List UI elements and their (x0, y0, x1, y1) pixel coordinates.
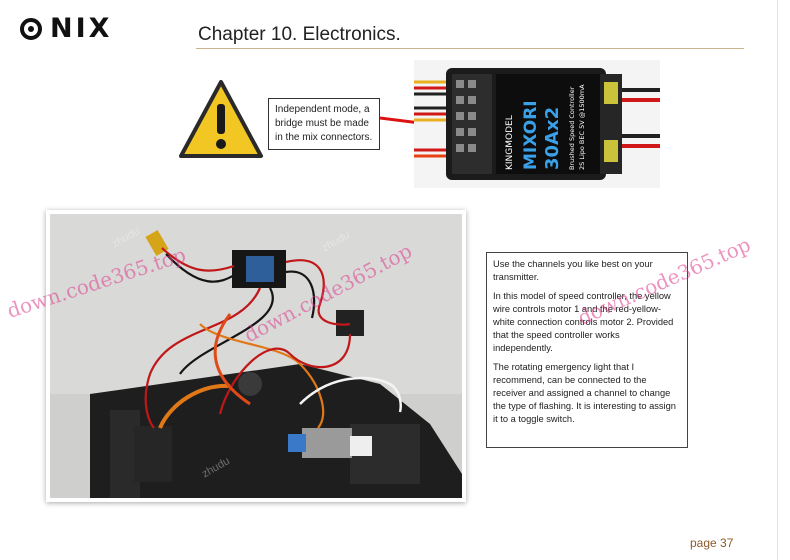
speed-controller-photo: KINGMODEL MIXORI 30Ax2 Brushed Speed Con… (414, 60, 660, 188)
logo-text: NIX (50, 13, 113, 44)
warning-triangle-icon (179, 80, 263, 158)
chapter-title: Chapter 10. Electronics. (198, 24, 401, 45)
title-rule (196, 48, 744, 49)
instructions-box: Use the channels you like best on your t… (486, 252, 688, 448)
esc-brand: KINGMODEL (505, 115, 515, 170)
esc-variant: 30Ax2 (542, 107, 563, 170)
warning-note: Independent mode, a bridge must be made … (268, 98, 380, 150)
logo-o-icon (20, 18, 42, 40)
esc-line2: 2S Lipo BEC 5V @1500mA (578, 84, 586, 170)
esc-model: MIXORI (521, 100, 541, 170)
instruction-paragraph-3: The rotating emergency light that I reco… (493, 362, 676, 424)
instruction-paragraph-2: In this model of speed controller, the y… (493, 291, 674, 353)
wiring-photo (46, 210, 466, 502)
instruction-paragraph-1: Use the channels you like best on your t… (493, 259, 653, 282)
onix-logo: NIX (20, 14, 112, 44)
page-number: page 37 (690, 536, 734, 550)
esc-line1: Brushed Speed Controller (568, 86, 576, 170)
